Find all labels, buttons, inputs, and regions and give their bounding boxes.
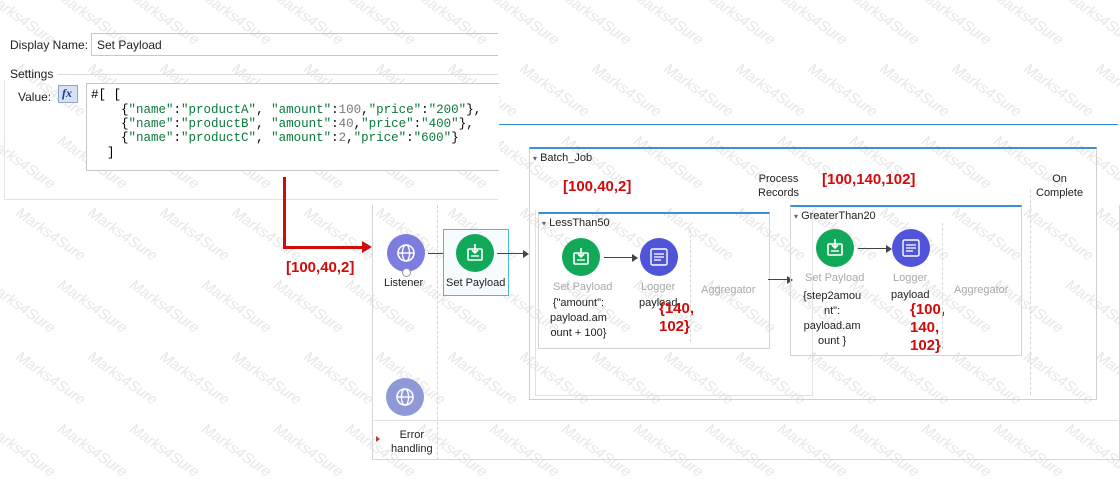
input-annotation-arrow: [283, 177, 286, 249]
step1-connector: [604, 257, 634, 258]
step-lessthan50-container: [538, 212, 770, 349]
step1-logger-value: payload: [639, 297, 678, 309]
settings-frame: [4, 80, 5, 200]
step2-logger-label: Logger: [893, 272, 928, 284]
steps-connector: [768, 279, 788, 280]
step2-set-payload-node[interactable]: [816, 229, 854, 267]
code-line-close: ]: [107, 146, 115, 160]
collapse-icon: ▾: [542, 219, 547, 228]
code-line-prefix: #[ [: [91, 88, 122, 102]
set-payload-icon: [827, 239, 843, 256]
code-line-2: {"name":"productB", "amount":40,"price":…: [121, 117, 474, 131]
step-greaterthan20-title: GreaterThan20: [801, 210, 876, 222]
code-line-3: {"name":"productC", "amount":2,"price":"…: [121, 131, 459, 145]
batch-job-title: Batch_Job: [540, 152, 593, 164]
step1-aggregator-label: Aggregator: [701, 284, 756, 296]
step2-connector: [858, 248, 888, 249]
on-complete-label: On Complete: [1036, 173, 1084, 199]
step2-aggregator-label: Aggregator: [954, 284, 1009, 296]
error-handling-expand-icon[interactable]: [376, 436, 380, 442]
step2-aggregator-divider: [942, 223, 944, 349]
fx-icon: fx: [62, 86, 72, 100]
step2-logger-node[interactable]: [892, 229, 930, 267]
input-annotation-arrow-h: [283, 246, 363, 249]
listener-label: Listener: [384, 277, 424, 289]
step2-logger-annotation: {100, 140, 102}: [910, 301, 946, 354]
batch-outer-line: [499, 124, 1118, 125]
logger-icon: [902, 239, 920, 257]
step2-set-payload-label: Set Payload: [805, 272, 865, 284]
step-lessthan50-outer: [535, 210, 813, 396]
value-label: Value:: [18, 90, 52, 104]
listener-node[interactable]: [387, 234, 425, 272]
settings-separator: [58, 74, 498, 75]
batch-annotation-2: [100,140,102]: [822, 171, 916, 188]
process-records-label: Process Records: [758, 173, 799, 199]
arrow-head: [362, 241, 372, 253]
fx-toggle-button[interactable]: fx: [58, 85, 78, 103]
step1-set-payload-value: {"amount": payload.am ount + 100}: [550, 297, 607, 339]
step1-connector-head: [632, 254, 638, 262]
step1-set-payload-node[interactable]: [562, 238, 600, 276]
batch-job-container: [529, 147, 1097, 400]
display-name-field[interactable]: Set Payload: [91, 33, 498, 56]
properties-panel: Display Name: Set Payload Settings Value…: [0, 0, 500, 200]
expression-editor[interactable]: #[ [ {"name":"productA", "amount":100,"p…: [86, 83, 499, 171]
input-annotation: [100,40,2]: [286, 259, 355, 276]
flow-scope-line: [437, 205, 439, 460]
step1-set-payload-label: Set Payload: [553, 281, 613, 293]
error-handler-node[interactable]: [386, 378, 424, 416]
set-payload-icon: [467, 244, 483, 261]
step-lessthan50-title: LessThan50: [549, 217, 610, 229]
step-lessthan50-header[interactable]: ▾ LessThan50: [542, 217, 610, 229]
collapse-icon: ▾: [533, 154, 538, 163]
step1-logger-annotation: {140, 102}: [659, 300, 695, 335]
step2-logger-value: payload: [891, 289, 930, 301]
globe-icon: [396, 388, 414, 406]
set-payload-label: Set Payload: [446, 277, 506, 289]
settings-label: Settings: [10, 67, 54, 81]
step2-connector-head: [886, 245, 892, 253]
error-handling-separator: [374, 420, 1118, 421]
globe-icon: [397, 244, 415, 262]
display-name-label: Display Name:: [10, 38, 89, 52]
panel-bottom-border: [4, 199, 498, 200]
listener-handle[interactable]: [402, 268, 411, 277]
step-greaterthan20-container: [790, 205, 1022, 356]
on-complete-divider: [1030, 190, 1032, 395]
step1-logger-label: Logger: [641, 281, 676, 293]
logger-icon: [650, 248, 668, 266]
display-name-value: Set Payload: [97, 38, 162, 52]
set-payload-icon: [573, 248, 589, 265]
batch-job-header[interactable]: ▾ Batch_Job: [533, 152, 592, 164]
step-greaterthan20-header[interactable]: ▾ GreaterThan20: [794, 210, 876, 222]
step1-aggregator-divider: [690, 230, 692, 342]
code-line-1: {"name":"productA", "amount":100,"price"…: [121, 103, 482, 117]
step2-set-payload-value: {step2amou nt": payload.am ount }: [803, 290, 862, 347]
step1-logger-node[interactable]: [640, 238, 678, 276]
error-handling-label: Error handling: [391, 429, 433, 455]
set-payload-node[interactable]: [456, 234, 494, 272]
batch-annotation-1: [100,40,2]: [563, 178, 632, 195]
connector-2-head: [523, 250, 529, 258]
connector-2: [497, 253, 524, 254]
collapse-icon: ▾: [794, 212, 799, 221]
connector-1: [428, 253, 452, 254]
